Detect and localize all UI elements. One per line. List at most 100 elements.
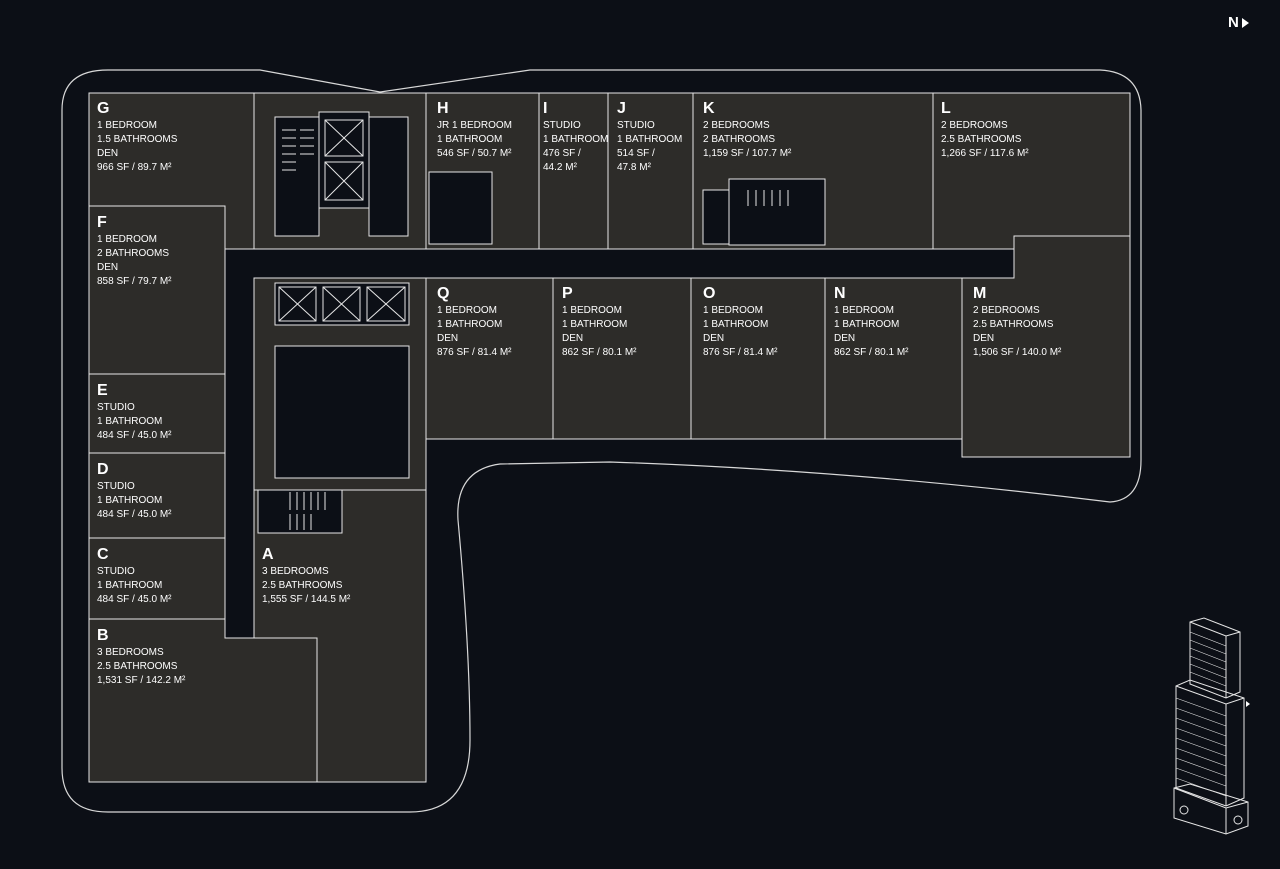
shaft-1 — [274, 116, 320, 237]
unit-letter: L — [941, 100, 951, 117]
unit-line: DEN — [97, 148, 119, 159]
unit-line: 2 BATHROOMS — [97, 248, 170, 259]
unit-d-label[interactable]: D STUDIO 1 BATHROOM 484 SF / 45.0 M² — [97, 461, 171, 522]
unit-line: 1 BATHROOM — [97, 416, 163, 427]
unit-line: 1 BATHROOM — [437, 319, 503, 330]
unit-line: 1 BATHROOM — [97, 580, 163, 591]
unit-letter: P — [562, 285, 573, 302]
unit-letter: C — [97, 546, 109, 563]
unit-line: 1 BEDROOM — [834, 305, 895, 316]
stair-south — [257, 489, 343, 534]
unit-line: JR 1 BEDROOM — [437, 120, 513, 131]
unit-line: DEN — [834, 333, 856, 344]
unit-o-shape[interactable] — [690, 277, 826, 440]
unit-p-label[interactable]: P 1 BEDROOM 1 BATHROOM DEN 862 SF / 80.1… — [562, 285, 636, 360]
unit-e-shape[interactable] — [88, 373, 226, 454]
unit-line: 1 BATHROOM — [97, 495, 163, 506]
unit-line: 2.5 BATHROOMS — [97, 661, 178, 672]
north-indicator: N — [1228, 14, 1249, 31]
unit-line: 2 BEDROOMS — [703, 120, 770, 131]
unit-line: 1,506 SF / 140.0 M² — [973, 347, 1062, 358]
unit-line: 44.2 M² — [543, 162, 577, 173]
unit-m-label[interactable]: M 2 BEDROOMS 2.5 BATHROOMS DEN 1,506 SF … — [973, 285, 1061, 360]
north-arrow-icon — [1241, 17, 1249, 28]
unit-line: 476 SF / — [543, 148, 581, 159]
unit-line: DEN — [97, 262, 119, 273]
site-outline — [61, 69, 1142, 813]
unit-line: 1 BATHROOM — [437, 134, 503, 145]
unit-line: 862 SF / 80.1 M² — [562, 347, 637, 358]
unit-line: 1 BEDROOM — [97, 234, 158, 245]
unit-line: 484 SF / 45.0 M² — [97, 430, 172, 441]
stair-k — [728, 178, 826, 246]
unit-letter: F — [97, 214, 107, 231]
unit-o-label[interactable]: O 1 BEDROOM 1 BATHROOM DEN 876 SF / 81.4… — [703, 285, 777, 360]
unit-c-label[interactable]: C STUDIO 1 BATHROOM 484 SF / 45.0 M² — [97, 546, 171, 607]
unit-a-label[interactable]: A 3 BEDROOMS 2.5 BATHROOMS 1,555 SF / 14… — [262, 546, 350, 607]
unit-letter: A — [262, 546, 274, 563]
unit-letter: K — [703, 100, 715, 117]
unit-e-label[interactable]: E STUDIO 1 BATHROOM 484 SF / 45.0 M² — [97, 382, 171, 443]
unit-letter: E — [97, 382, 108, 399]
tower-keyplan-icon — [1173, 617, 1250, 835]
unit-line: 1 BEDROOM — [703, 305, 764, 316]
unit-line: 862 SF / 80.1 M² — [834, 347, 909, 358]
unit-line: 1 BEDROOM — [562, 305, 623, 316]
unit-n-label[interactable]: N 1 BEDROOM 1 BATHROOM DEN 862 SF / 80.1… — [834, 285, 908, 360]
unit-f-label[interactable]: F 1 BEDROOM 2 BATHROOMS DEN 858 SF / 79.… — [97, 214, 171, 289]
unit-line: 3 BEDROOMS — [262, 566, 329, 577]
unit-line: 1,159 SF / 107.7 M² — [703, 148, 792, 159]
unit-j-shape[interactable] — [607, 92, 694, 250]
unit-letter: O — [703, 285, 716, 302]
unit-k-label[interactable]: K 2 BEDROOMS 2 BATHROOMS 1,159 SF / 107.… — [703, 100, 791, 161]
unit-line: DEN — [973, 333, 995, 344]
unit-line: 876 SF / 81.4 M² — [703, 347, 778, 358]
unit-line: 2 BEDROOMS — [941, 120, 1008, 131]
unit-line: 2 BEDROOMS — [973, 305, 1040, 316]
current-floor-marker-icon — [1246, 701, 1250, 707]
unit-f-shape[interactable] — [88, 205, 226, 375]
unit-line: 2.5 BATHROOMS — [262, 580, 343, 591]
unit-line: 1,266 SF / 117.6 M² — [941, 148, 1029, 159]
mech-room — [274, 345, 410, 479]
unit-line: 1 BATHROOM — [703, 319, 769, 330]
unit-letter: D — [97, 461, 109, 478]
unit-line: 1,531 SF / 142.2 M² — [97, 675, 186, 686]
unit-h-label[interactable]: H JR 1 BEDROOM 1 BATHROOM 546 SF / 50.7 … — [437, 100, 512, 161]
unit-line: 1,555 SF / 144.5 M² — [262, 594, 351, 605]
shaft-2 — [368, 116, 409, 237]
unit-n-shape[interactable] — [824, 277, 963, 440]
unit-g-label[interactable]: G 1 BEDROOM 1.5 BATHROOMS DEN 966 SF / 8… — [97, 100, 177, 175]
unit-letter: H — [437, 100, 449, 117]
unit-line: STUDIO — [97, 402, 135, 413]
unit-line: 2.5 BATHROOMS — [973, 319, 1054, 330]
unit-letter: G — [97, 100, 110, 117]
unit-letter: B — [97, 627, 109, 644]
unit-l-label[interactable]: L 2 BEDROOMS 2.5 BATHROOMS 1,266 SF / 11… — [941, 100, 1029, 161]
unit-m-shape[interactable] — [961, 235, 1131, 458]
unit-q-shape[interactable] — [425, 277, 554, 440]
shaft-h — [428, 171, 493, 245]
unit-line: 876 SF / 81.4 M² — [437, 347, 512, 358]
unit-q-label[interactable]: Q 1 BEDROOM 1 BATHROOM DEN 876 SF / 81.4… — [437, 285, 511, 360]
elevator-bank-north — [318, 111, 370, 209]
unit-d-shape[interactable] — [88, 452, 226, 539]
unit-p-shape[interactable] — [552, 277, 692, 440]
shaft-k — [702, 189, 730, 245]
unit-i-label[interactable]: I STUDIO 1 BATHROOM 476 SF / 44.2 M² — [543, 100, 608, 175]
unit-line: 1.5 BATHROOMS — [97, 134, 178, 145]
unit-line: 966 SF / 89.7 M² — [97, 162, 172, 173]
unit-line: STUDIO — [97, 481, 135, 492]
unit-line: 1 BATHROOM — [543, 134, 609, 145]
unit-line: 1 BATHROOM — [834, 319, 900, 330]
unit-c-shape[interactable] — [88, 537, 226, 620]
unit-letter: I — [543, 100, 548, 117]
unit-line: 1 BATHROOM — [617, 134, 683, 145]
unit-line: 1 BATHROOM — [562, 319, 628, 330]
unit-line: STUDIO — [617, 120, 655, 131]
unit-b-label[interactable]: B 3 BEDROOMS 2.5 BATHROOMS 1,531 SF / 14… — [97, 627, 185, 688]
unit-j-label[interactable]: J STUDIO 1 BATHROOM 514 SF / 47.8 M² — [617, 100, 682, 175]
unit-i-shape[interactable] — [538, 92, 609, 250]
unit-line: 858 SF / 79.7 M² — [97, 276, 172, 287]
